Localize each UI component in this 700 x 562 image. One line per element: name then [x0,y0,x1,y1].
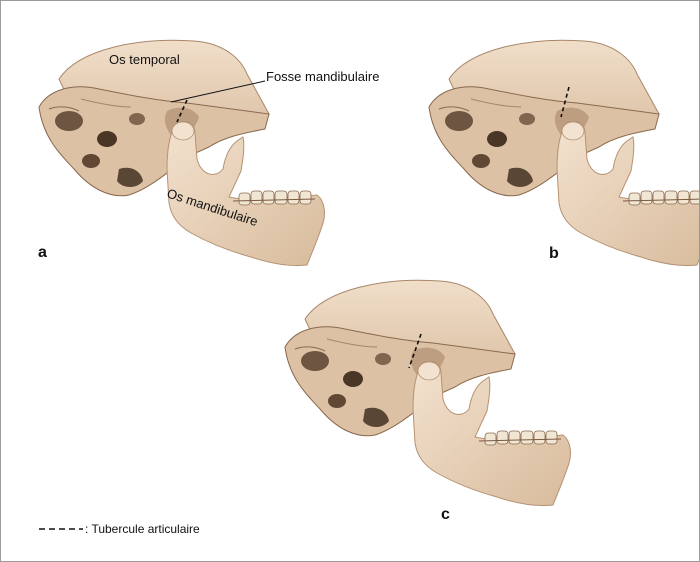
panel-label-c: c [441,506,450,523]
fossa-leader-line [170,80,266,103]
panel-label-a: a [38,244,47,261]
specimen-b [428,39,699,267]
specimen-c [284,279,571,507]
articular-tubercle-dashes-c [408,333,422,369]
label-os-temporal: Os temporal [109,52,180,67]
articular-tubercle-dashes-b [560,86,570,118]
legend-text: : Tubercule articulaire [85,522,200,536]
panel-label-b: b [549,245,559,262]
label-fosse-mandibulaire: Fosse mandibulaire [266,69,379,84]
